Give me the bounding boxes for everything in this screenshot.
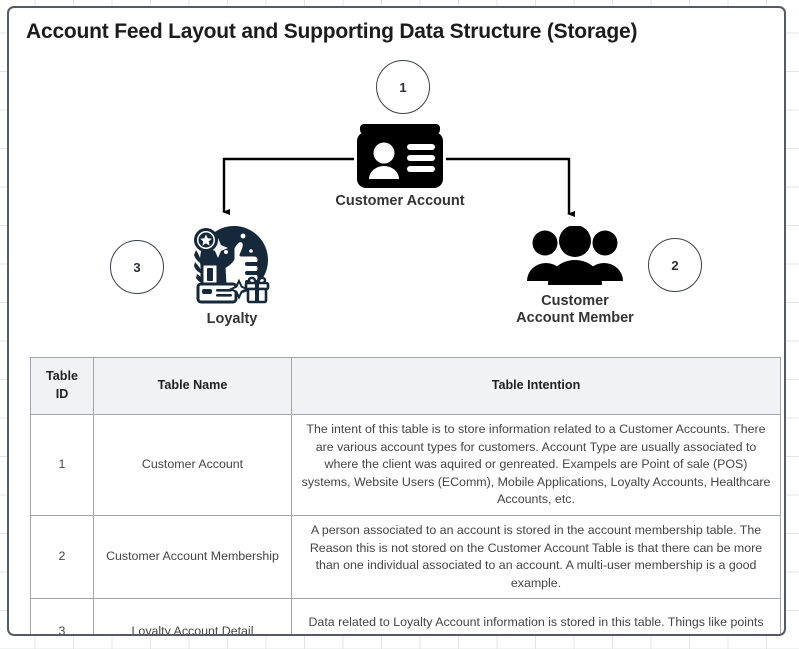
- table-intention: Table ID Table Name Table Intention 1 Cu…: [30, 357, 781, 634]
- column-header-table-name: Table Name: [93, 357, 292, 415]
- node-label-loyalty: Loyalty: [206, 311, 258, 327]
- diagram-canvas: Account Feed Layout and Supporting Data …: [7, 6, 786, 636]
- table-header-row: Table ID Table Name Table Intention: [30, 357, 781, 415]
- node-label-customer-account-member: Customer Account Member: [516, 293, 634, 327]
- node-customer-account-member[interactable]: Customer Account Member: [499, 226, 651, 327]
- badge-3: 3: [110, 240, 164, 294]
- table-row: 1 Customer Account The intent of this ta…: [30, 413, 781, 517]
- cell-table-name: Customer Account: [93, 413, 292, 517]
- table-row: 3 Loyalty Account Detail Data related to…: [30, 598, 781, 634]
- loyalty-rewards-icon: [194, 226, 270, 304]
- cell-table-id: 2: [30, 515, 94, 600]
- people-group-icon: [527, 226, 623, 285]
- cell-table-intention: A person associated to an account is sto…: [291, 515, 781, 600]
- node-customer-account[interactable]: Customer Account: [315, 124, 485, 210]
- page-title: Account Feed Layout and Supporting Data …: [26, 20, 638, 43]
- cell-table-intention: Data related to Loyalty Account informat…: [291, 598, 781, 634]
- table-row: 2 Customer Account Membership A person a…: [30, 515, 781, 600]
- node-loyalty[interactable]: Loyalty: [177, 218, 287, 328]
- node-label-customer-account: Customer Account: [335, 193, 465, 209]
- cell-table-name: Customer Account Membership: [93, 515, 292, 600]
- id-card-icon: [357, 124, 443, 188]
- cell-table-name: Loyalty Account Detail: [93, 598, 292, 634]
- badge-1: 1: [376, 60, 430, 114]
- column-header-table-intention: Table Intention: [291, 357, 781, 415]
- cell-table-id: 1: [30, 413, 94, 517]
- column-header-table-id: Table ID: [30, 357, 94, 415]
- badge-2: 2: [648, 238, 702, 292]
- cell-table-id: 3: [30, 598, 94, 634]
- cell-table-intention: The intent of this table is to store inf…: [291, 413, 781, 517]
